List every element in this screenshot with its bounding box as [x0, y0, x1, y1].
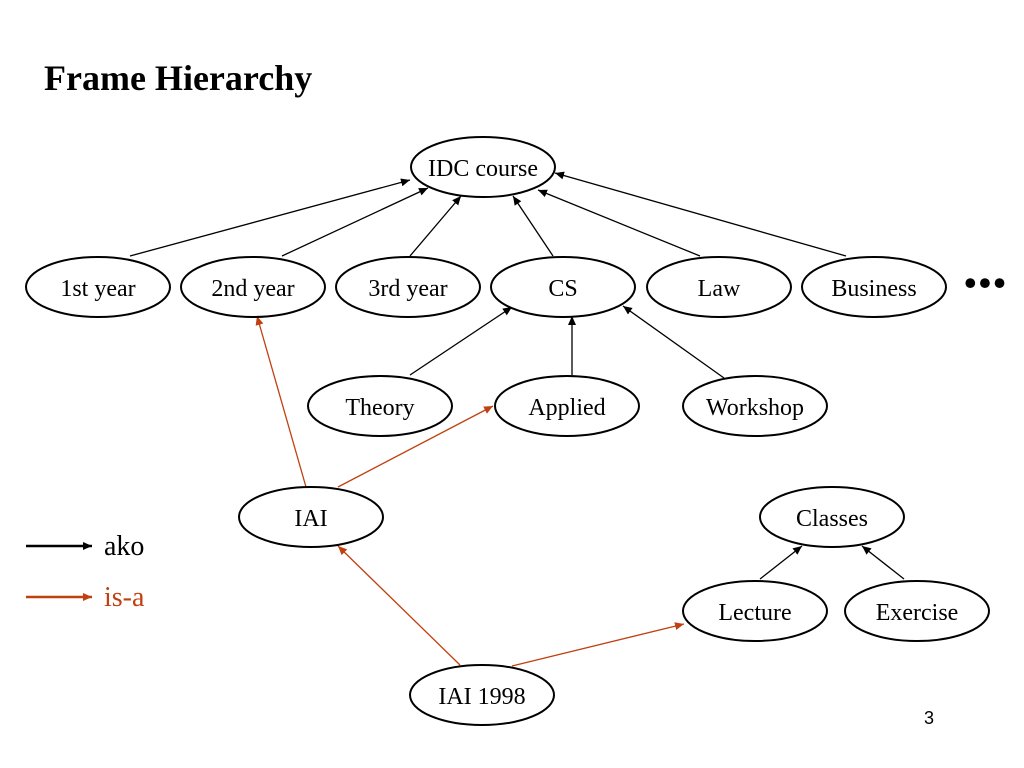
edge-year1-to-idc	[129, 178, 411, 257]
edge-iai-to-applied	[337, 405, 494, 488]
edge-year2-to-idc	[281, 187, 429, 257]
edge-iai1998-to-iai	[337, 545, 461, 666]
node-label: Applied	[528, 395, 605, 421]
edge-workshop-to-cs	[622, 305, 725, 379]
page-number: 3	[924, 708, 935, 728]
node-label: Law	[698, 276, 741, 302]
node-label: Theory	[345, 395, 414, 421]
legend-ako-label: ako	[104, 531, 144, 562]
slide-title: Frame Hierarchy	[44, 58, 313, 98]
node-2nd-year: 2nd year	[180, 256, 326, 318]
node-label: Business	[831, 276, 916, 302]
node-iai-1998: IAI 1998	[409, 664, 555, 726]
node-theory: Theory	[307, 375, 453, 437]
node-label: Exercise	[876, 600, 959, 626]
edge-theory-to-cs	[409, 306, 513, 376]
legend-isa-label: is-a	[104, 582, 145, 613]
node-label: Classes	[796, 506, 868, 532]
edge-business-to-idc	[554, 171, 847, 257]
node-lecture: Lecture	[682, 580, 828, 642]
node-iai: IAI	[238, 486, 384, 548]
legend-ako: ako	[26, 531, 144, 562]
node-label: IAI 1998	[438, 684, 525, 710]
node-exercise: Exercise	[844, 580, 990, 642]
node-label: Workshop	[706, 395, 804, 421]
node-cs: CS	[490, 256, 636, 318]
node-label: 3rd year	[368, 276, 447, 302]
node-business: Business	[801, 256, 947, 318]
node-label: 1st year	[60, 276, 135, 302]
node-idc-course: IDC course	[410, 136, 556, 198]
node-1st-year: 1st year	[25, 256, 171, 318]
node-law: Law	[646, 256, 792, 318]
node-label: Lecture	[718, 600, 791, 626]
node-label: 2nd year	[211, 276, 294, 302]
edge-iai-to-year2	[255, 315, 307, 488]
edge-law-to-idc	[537, 189, 701, 257]
edge-lecture-to-classes	[759, 545, 803, 580]
ako-edges	[129, 171, 905, 580]
edge-iai1998-to-lecture	[511, 622, 685, 667]
edge-year3-to-idc	[409, 195, 462, 257]
node-label: IAI	[294, 506, 327, 532]
edge-cs-to-idc	[512, 195, 554, 257]
legend-isa: is-a	[26, 582, 145, 613]
more-ellipsis: •••	[964, 263, 1008, 303]
legend: ako is-a	[26, 531, 145, 613]
node-3rd-year: 3rd year	[335, 256, 481, 318]
node-label: IDC course	[428, 156, 538, 182]
edge-exercise-to-classes	[861, 545, 905, 580]
node-label: CS	[548, 276, 577, 302]
node-applied: Applied	[494, 375, 640, 437]
node-classes: Classes	[759, 486, 905, 548]
node-workshop: Workshop	[682, 375, 828, 437]
isa-edges	[255, 315, 685, 667]
